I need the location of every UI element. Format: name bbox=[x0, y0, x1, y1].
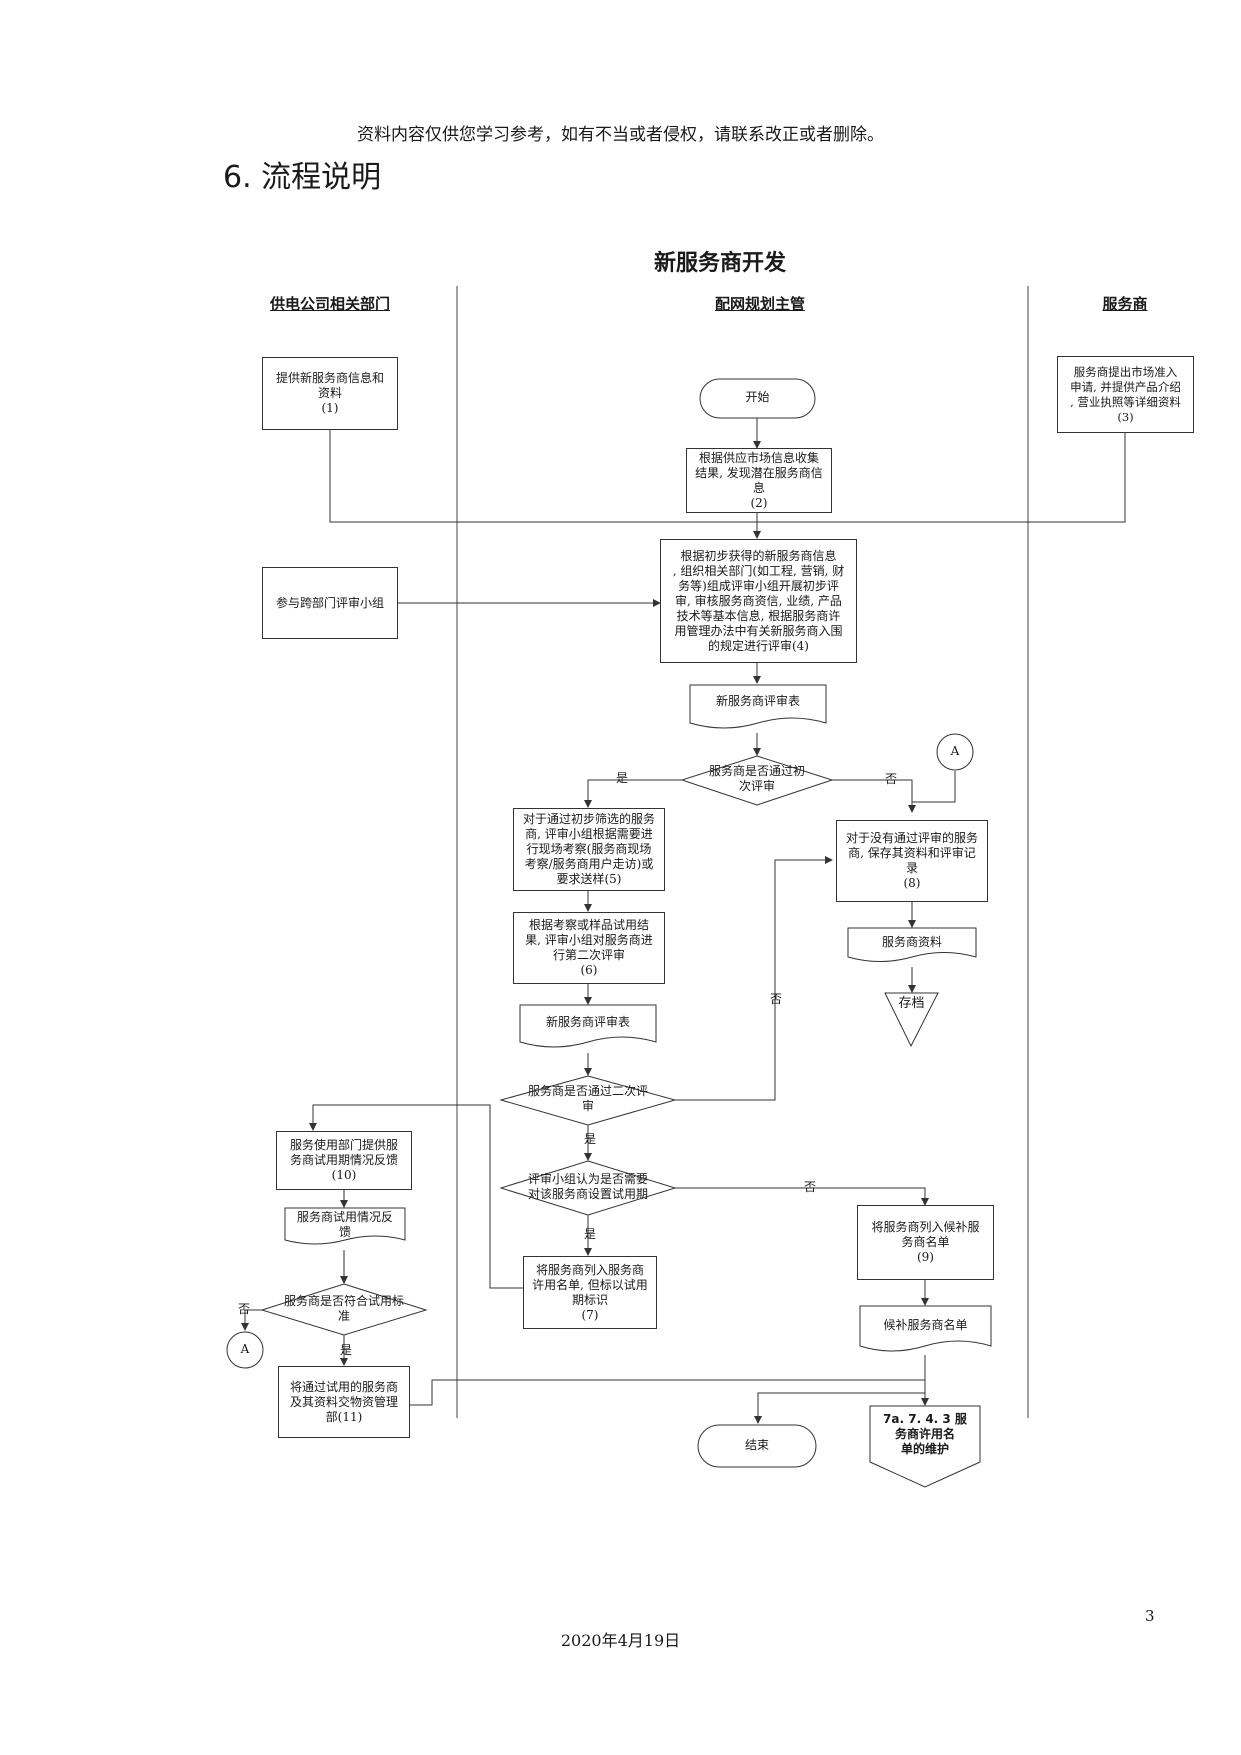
decision-first-review-shape bbox=[680, 755, 834, 806]
step-4-initial-review: 根据初步获得的新服务商信息 , 组织相关部门(如工程, 营销, 财 务等)组成评… bbox=[660, 539, 857, 663]
archive-shape bbox=[884, 992, 939, 1048]
decision-second-review-shape bbox=[499, 1075, 677, 1126]
decision-trial-standard-shape bbox=[260, 1283, 428, 1336]
edge-label-yes-2: 是 bbox=[583, 1132, 596, 1146]
lane-header-supplier: 服务商 bbox=[1102, 295, 1148, 313]
edge-label-yes-4: 是 bbox=[339, 1343, 352, 1357]
end-label: 结束 bbox=[744, 1438, 769, 1452]
step-6-second-review: 根据考察或样品试用结 果, 评审小组对服务商进 行第二次评审 (6) bbox=[513, 912, 665, 984]
doc-trial-feedback: 服务商试用情况反 馈 bbox=[296, 1210, 393, 1239]
edge-label-yes-3: 是 bbox=[583, 1227, 596, 1241]
doc-review-form-1: 新服务商评审表 bbox=[715, 694, 800, 708]
lane-header-planning-supervisor: 配网规划主管 bbox=[714, 295, 805, 313]
decision-first-review: 服务商是否通过初 次评审 bbox=[708, 764, 805, 793]
doc-supplier-data: 服务商资料 bbox=[881, 935, 942, 949]
footer-date: 2020年4月19日 bbox=[560, 1631, 681, 1650]
decision-trial-period: 评审小组认为是否需要 对该服务商设置试用期 bbox=[527, 1172, 648, 1201]
step-2-find-potential-suppliers: 根据供应市场信息收集 结果, 发现潜在服务商信 息 (2) bbox=[686, 448, 832, 513]
step-11-transfer-to-materials-dept: 将通过试用的服务商 及其资料交物资管理 部(11) bbox=[278, 1366, 410, 1438]
step-1-provide-info: 提供新服务商信息和 资料 (1) bbox=[262, 357, 398, 430]
end-terminator bbox=[697, 1424, 817, 1468]
section-heading: 6. 流程说明 bbox=[223, 160, 382, 195]
doc-trial-feedback-shape bbox=[284, 1207, 406, 1245]
doc-supplier-data-shape bbox=[847, 927, 977, 962]
connector-a-bottom-label: A bbox=[240, 1342, 250, 1356]
step-7-add-to-approved-list-trial: 将服务商列入服务商 许用名单, 但标以试用 期标识 (7) bbox=[523, 1256, 657, 1329]
doc-candidate-list: 候补服务商名单 bbox=[883, 1318, 968, 1332]
decision-trial-standard: 服务商是否符合试用标 准 bbox=[283, 1294, 404, 1323]
flowchart-title: 新服务商开发 bbox=[653, 251, 786, 276]
start-terminator bbox=[699, 378, 816, 419]
edge-label-no-1: 否 bbox=[884, 772, 897, 786]
step-5-site-inspection: 对于通过初步筛选的服务 商, 评审小组根据需要进 行现场考察(服务商现场 考察/… bbox=[513, 808, 665, 891]
lane-header-power-company: 供电公司相关部门 bbox=[269, 295, 390, 313]
step-3-market-access-request: 服务商提出市场准入 申请, 并提供产品介绍 , 营业执照等详细资料 (3) bbox=[1057, 356, 1194, 433]
disclaimer-text: 资料内容仅供您学习参考，如有不当或者侵权，请联系改正或者删除。 bbox=[357, 125, 884, 145]
page-number: 3 bbox=[1145, 1607, 1155, 1625]
offpage-link-approved-list-maintenance: 7a. 7. 4. 3 服 务商许用名 单的维护 bbox=[883, 1412, 967, 1456]
doc-review-form-1-shape bbox=[689, 684, 827, 729]
doc-candidate-list-shape bbox=[859, 1305, 992, 1352]
edge-label-no-3: 否 bbox=[803, 1180, 816, 1194]
start-label: 开始 bbox=[745, 390, 770, 404]
doc-review-form-2: 新服务商评审表 bbox=[545, 1015, 630, 1029]
archive-label: 存档 bbox=[898, 996, 925, 1011]
doc-review-form-2-shape bbox=[519, 1004, 657, 1048]
connector-a-top-label: A bbox=[950, 744, 960, 758]
cross-dept-review-panel: 参与跨部门评审小组 bbox=[262, 567, 398, 639]
decision-second-review: 服务商是否通过二次评 审 bbox=[527, 1084, 648, 1113]
edge-label-no-4: 否 bbox=[237, 1302, 250, 1316]
edge-label-no-2: 否 bbox=[769, 992, 782, 1006]
step-9-add-to-candidate-list: 将服务商列入候补服 务商名单 (9) bbox=[857, 1205, 994, 1280]
decision-trial-period-shape bbox=[499, 1160, 677, 1216]
connector-a-top-shape bbox=[936, 733, 974, 771]
edge-label-yes-1: 是 bbox=[615, 771, 628, 785]
step-10-trial-feedback: 服务使用部门提供服 务商试用期情况反馈 (10) bbox=[276, 1131, 412, 1190]
connector-a-bottom-shape bbox=[226, 1331, 264, 1369]
step-8-keep-failed-records: 对于没有通过评审的服务 商, 保存其资料和评审记 录 (8) bbox=[836, 820, 988, 902]
offpage-connector-shape bbox=[869, 1405, 981, 1488]
